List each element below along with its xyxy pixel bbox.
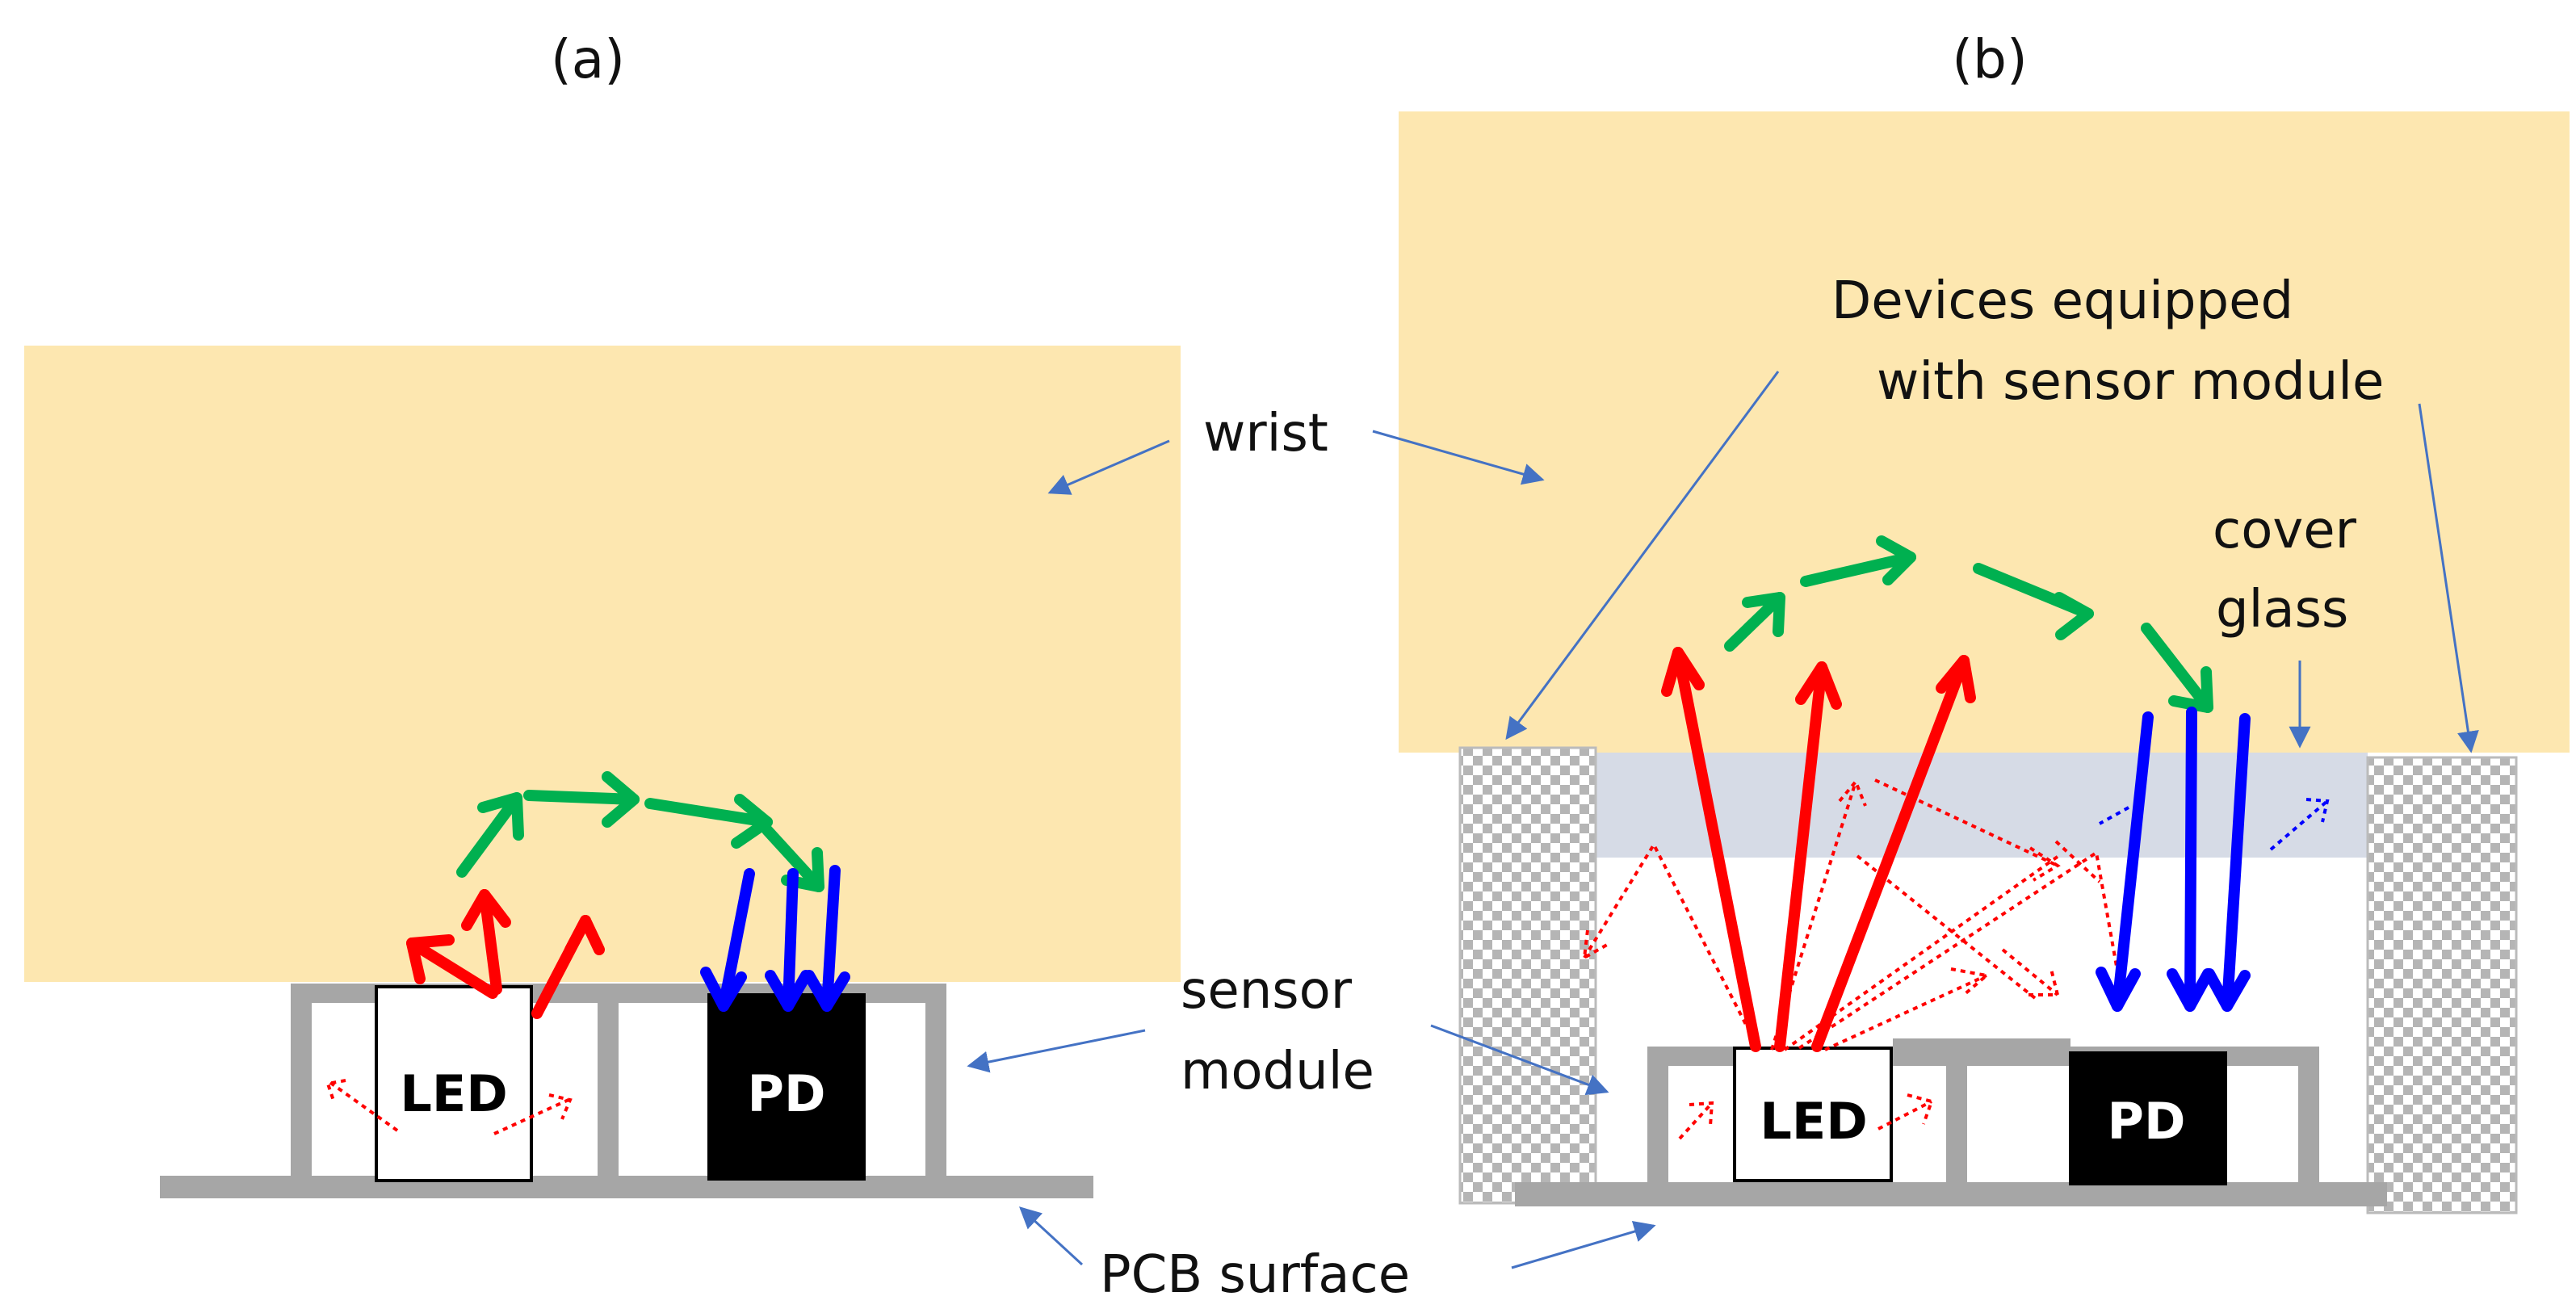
panel-b: (b) LED PD bbox=[1399, 28, 2570, 1214]
pd-label-b: PD bbox=[2108, 1092, 2186, 1151]
photodiode-a bbox=[707, 993, 866, 1181]
emitted-light-a bbox=[406, 889, 605, 1019]
led-label-a: LED bbox=[400, 1064, 507, 1123]
label-devices-line1: Devices equipped bbox=[1831, 271, 2293, 331]
label-pcb-surface: PCB surface bbox=[1100, 1245, 1410, 1305]
device-housing-right bbox=[2366, 756, 2518, 1214]
panel-a: (a) LED PD bbox=[24, 28, 1181, 1198]
led-chip-b bbox=[1733, 1047, 1893, 1182]
pcb-board-a bbox=[160, 1176, 1093, 1198]
pointer-wrist-a bbox=[1047, 439, 1170, 495]
pointer-sensor-b bbox=[1430, 1024, 1609, 1096]
emitted-light-b bbox=[1661, 647, 1976, 1052]
pointer-devices-left bbox=[1505, 371, 1780, 740]
panel-a-label: (a) bbox=[551, 28, 625, 90]
pointer-devices-right bbox=[2418, 403, 2479, 753]
pointer-pcb-a bbox=[1019, 1206, 1084, 1266]
wrist-tissue-b bbox=[1399, 111, 2570, 753]
panel-b-label: (b) bbox=[1952, 28, 2027, 90]
pointer-pcb-b bbox=[1511, 1220, 1656, 1269]
led-chip-a bbox=[375, 985, 533, 1182]
label-sensor-line1: sensor bbox=[1181, 961, 1353, 1021]
internal-reflection-b bbox=[1582, 778, 2124, 1140]
wrist-tissue-a bbox=[24, 346, 1181, 982]
pd-label-a: PD bbox=[748, 1064, 826, 1123]
internal-reflection-a bbox=[325, 1079, 573, 1135]
scattered-light-b bbox=[1724, 535, 2213, 713]
led-label-b: LED bbox=[1760, 1092, 1867, 1151]
label-wrist: wrist bbox=[1203, 404, 1328, 464]
detected-light-a bbox=[700, 865, 850, 1012]
photodiode-b bbox=[2069, 1051, 2227, 1185]
cover-glass-reflection bbox=[2099, 798, 2330, 851]
label-devices-line2: with sensor module bbox=[1877, 352, 2384, 412]
pointer-wrist-b bbox=[1372, 430, 1545, 485]
device-housing-left bbox=[1458, 746, 1597, 1205]
scattered-light-a bbox=[456, 771, 824, 892]
label-cover-line2: glass bbox=[2216, 580, 2348, 640]
detected-light-b bbox=[2096, 707, 2251, 1012]
label-cover-line1: cover bbox=[2213, 501, 2357, 560]
label-sensor-line2: module bbox=[1181, 1042, 1374, 1101]
pointer-lines bbox=[967, 371, 2479, 1269]
pointer-sensor-a bbox=[967, 1029, 1146, 1073]
